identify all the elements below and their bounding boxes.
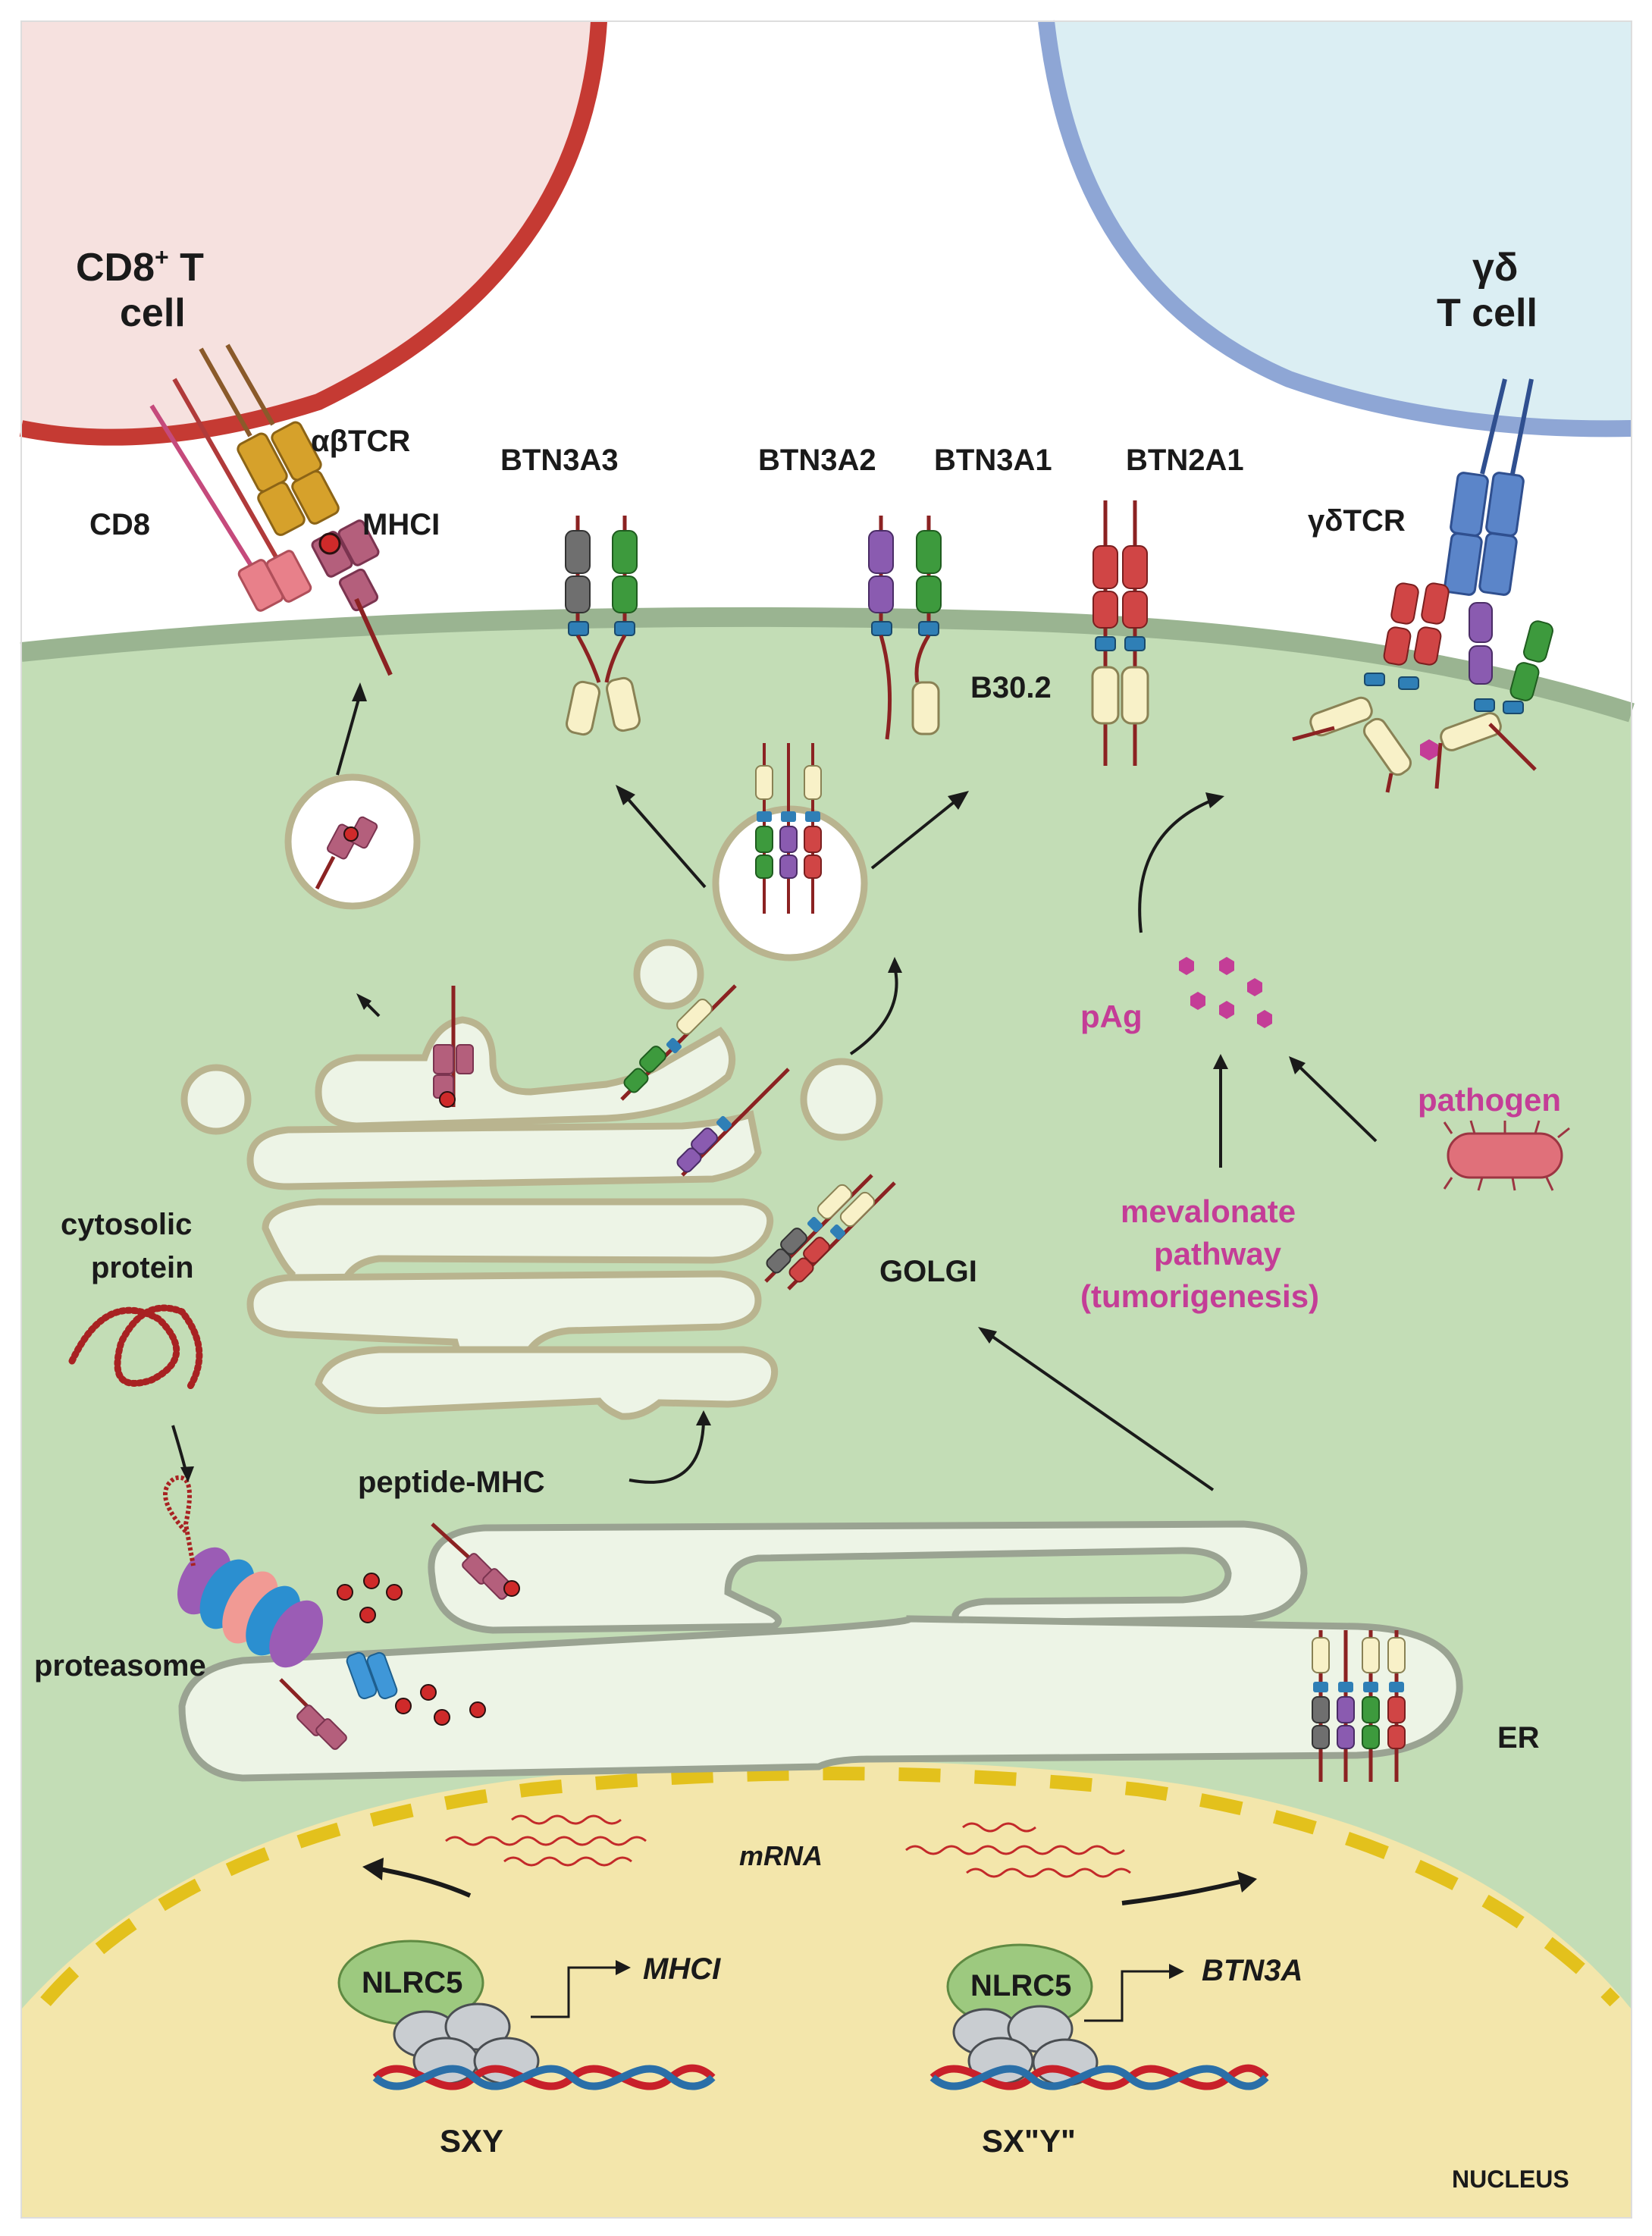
cd8-t-cell bbox=[19, 20, 607, 446]
label-gene-mhci: MHCI bbox=[643, 1952, 721, 1986]
gd-cell-title-line2: T cell bbox=[1437, 291, 1538, 335]
transcription-left bbox=[337, 1940, 716, 2090]
label-btn3a2: BTN3A2 bbox=[758, 444, 876, 477]
nucleus-region bbox=[21, 1761, 1632, 2218]
label-golgi: GOLGI bbox=[879, 1255, 977, 1288]
transcription-right bbox=[929, 1943, 1269, 2090]
label-pag: pAg bbox=[1080, 999, 1143, 1034]
pathogen-bacterium bbox=[1443, 1120, 1570, 1191]
label-btn3a1: BTN3A1 bbox=[934, 444, 1052, 477]
label-sxy-right: SX"Y" bbox=[982, 2123, 1076, 2159]
tap-transporter bbox=[346, 1651, 398, 1700]
label-gene-btn3a: BTN3A bbox=[1202, 1954, 1302, 1987]
label-peptide-mhc: peptide-MHC bbox=[358, 1466, 545, 1499]
label-nlrc5-right: NLRC5 bbox=[970, 1969, 1071, 2002]
label-mrna: mRNA bbox=[739, 1840, 823, 1871]
label-btn3a3: BTN3A3 bbox=[500, 444, 619, 477]
label-cytosolic-1: cytosolic bbox=[61, 1208, 192, 1241]
er-peptide-mhc bbox=[279, 1523, 520, 1750]
endoplasmic-reticulum bbox=[178, 1520, 1463, 1782]
label-mevalonate-1: mevalonate bbox=[1121, 1193, 1296, 1229]
mhc-vesicle bbox=[284, 773, 421, 910]
label-btn2a1: BTN2A1 bbox=[1126, 444, 1244, 477]
phosphoantigens bbox=[1179, 957, 1272, 1028]
label-proteasome: proteasome bbox=[34, 1649, 206, 1682]
cd8-cell-title-line2: cell bbox=[120, 291, 186, 335]
btn3a2-btn3a1-dimer bbox=[868, 516, 942, 740]
label-nucleus: NUCLEUS bbox=[1452, 2165, 1569, 2193]
label-mevalonate-2: pathway bbox=[1154, 1236, 1282, 1272]
proteasome bbox=[163, 1475, 323, 1668]
cd8-tcr-mhc-complex bbox=[149, 343, 393, 676]
golgi-apparatus bbox=[180, 939, 883, 1420]
golgi-proteins bbox=[433, 984, 896, 1290]
label-abtcr: αβTCR bbox=[311, 425, 410, 458]
label-mevalonate-3: (tumorigenesis) bbox=[1080, 1278, 1319, 1314]
btn-vesicle bbox=[712, 743, 868, 961]
label-sxy: SXY bbox=[440, 2123, 503, 2159]
label-cd8: CD8 bbox=[89, 508, 150, 541]
label-gdtcr: γδTCR bbox=[1308, 504, 1406, 538]
label-b30-2: B30.2 bbox=[970, 671, 1052, 704]
label-pathogen: pathogen bbox=[1418, 1082, 1561, 1118]
label-nlrc5-left: NLRC5 bbox=[362, 1966, 462, 1999]
btn3a3-dimer bbox=[565, 516, 641, 736]
label-cytosolic-2: protein bbox=[91, 1251, 194, 1284]
figure-frame bbox=[20, 20, 1632, 2219]
er-btn-proteins bbox=[1312, 1630, 1406, 1782]
label-er: ER bbox=[1497, 1721, 1540, 1755]
gamma-delta-t-cell bbox=[1038, 20, 1632, 437]
mrna-strands bbox=[445, 1814, 1131, 1878]
label-mhci: MHCI bbox=[362, 508, 440, 541]
gd-cell-title-line1: γδ bbox=[1472, 246, 1518, 290]
btn2a1-dimer bbox=[1091, 500, 1149, 766]
gdtcr-btn-complex bbox=[1292, 378, 1553, 793]
peptides bbox=[337, 1573, 486, 1726]
trafficking-arrows bbox=[171, 682, 1378, 1905]
cytosolic-protein bbox=[68, 1304, 203, 1391]
cd8-cell-title-line1: CD8+ T bbox=[76, 243, 204, 290]
